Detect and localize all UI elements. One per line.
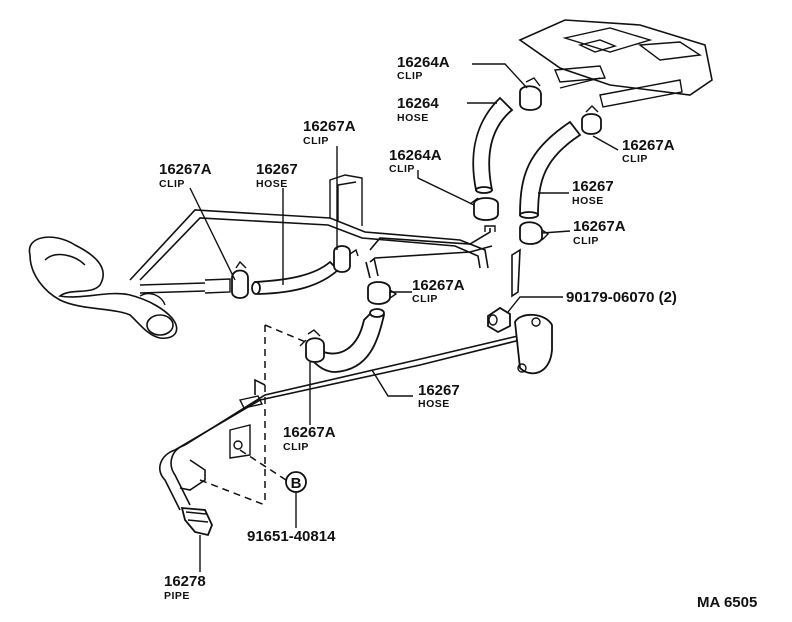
part-name: CLIP bbox=[389, 163, 415, 175]
part-number: 16278 bbox=[164, 573, 206, 590]
callout-c5: 16264A CLIP bbox=[389, 147, 442, 175]
part-number: 16267 bbox=[418, 382, 460, 399]
diagram-code: MA 6505 bbox=[697, 594, 757, 611]
bolt-marker-b: B bbox=[285, 471, 307, 493]
part-name: HOSE bbox=[256, 178, 288, 190]
reference-lines bbox=[199, 324, 309, 506]
clip-right-upper bbox=[581, 105, 602, 135]
clip-mid-16264a bbox=[469, 197, 499, 221]
clip-left bbox=[231, 260, 249, 299]
hose-16264 bbox=[472, 96, 514, 194]
hose-16267-left bbox=[251, 260, 340, 295]
clip-center-mid bbox=[367, 281, 398, 305]
part-number: 16267A bbox=[283, 424, 336, 441]
part-name: CLIP bbox=[412, 293, 438, 305]
callout-c7: 16267A CLIP bbox=[159, 161, 212, 190]
part-name: CLIP bbox=[303, 135, 329, 147]
part-name: HOSE bbox=[572, 195, 604, 207]
callout-c10: 16267A CLIP bbox=[412, 277, 465, 305]
bolt-marker-label: B bbox=[291, 475, 302, 492]
callout-c3: 16267A CLIP bbox=[303, 118, 356, 147]
callout-c8: 16267 HOSE bbox=[256, 161, 298, 190]
part-name: HOSE bbox=[397, 112, 429, 124]
part-number: 16264A bbox=[397, 54, 450, 71]
part-name: HOSE bbox=[418, 398, 450, 410]
callout-c4: 16267A CLIP bbox=[622, 137, 675, 165]
part-name: CLIP bbox=[622, 153, 648, 165]
part-number: 16267A bbox=[622, 137, 675, 154]
part-number: 16267A bbox=[412, 277, 465, 294]
vacuum-lines bbox=[129, 174, 521, 298]
callout-c1: 16264A CLIP bbox=[397, 54, 450, 82]
part-name: CLIP bbox=[397, 70, 423, 82]
part-name: CLIP bbox=[159, 178, 185, 190]
part-name: CLIP bbox=[283, 441, 309, 453]
pipe-16278 bbox=[159, 313, 553, 537]
nut-90179 bbox=[487, 306, 511, 334]
callout-c13: 16267A CLIP bbox=[283, 424, 336, 453]
clip-lower bbox=[299, 329, 325, 363]
callout-c14: 91651-40814 bbox=[247, 528, 336, 545]
part-number: 16267A bbox=[303, 118, 356, 135]
leader-lines bbox=[189, 63, 619, 572]
throttle-body bbox=[28, 236, 231, 340]
part-name: CLIP bbox=[573, 235, 599, 247]
part-number: 16267A bbox=[573, 218, 626, 235]
callout-c2: 16264 HOSE bbox=[397, 95, 439, 124]
part-number: 16267A bbox=[159, 161, 212, 178]
part-number: 16264A bbox=[389, 147, 442, 164]
part-number: 91651-40814 bbox=[247, 528, 336, 545]
part-number: 16267 bbox=[256, 161, 298, 178]
part-name: PIPE bbox=[164, 590, 190, 602]
clip-center-upper bbox=[333, 245, 359, 273]
hose-16267-right bbox=[519, 120, 582, 219]
part-number: 90179-06070 (2) bbox=[566, 289, 677, 306]
callout-c6: 16267 HOSE bbox=[572, 178, 614, 207]
callout-c12: 16267 HOSE bbox=[418, 382, 460, 410]
hose-16267-lower bbox=[312, 308, 386, 373]
clip-right-lower bbox=[519, 221, 550, 245]
part-number: 16264 bbox=[397, 95, 439, 112]
callout-c9: 16267A CLIP bbox=[573, 218, 626, 247]
callout-c11: 90179-06070 (2) bbox=[566, 289, 677, 306]
callout-c15: 16278 PIPE bbox=[164, 573, 206, 602]
part-number: 16267 bbox=[572, 178, 614, 195]
engine-body-outline bbox=[518, 19, 713, 108]
